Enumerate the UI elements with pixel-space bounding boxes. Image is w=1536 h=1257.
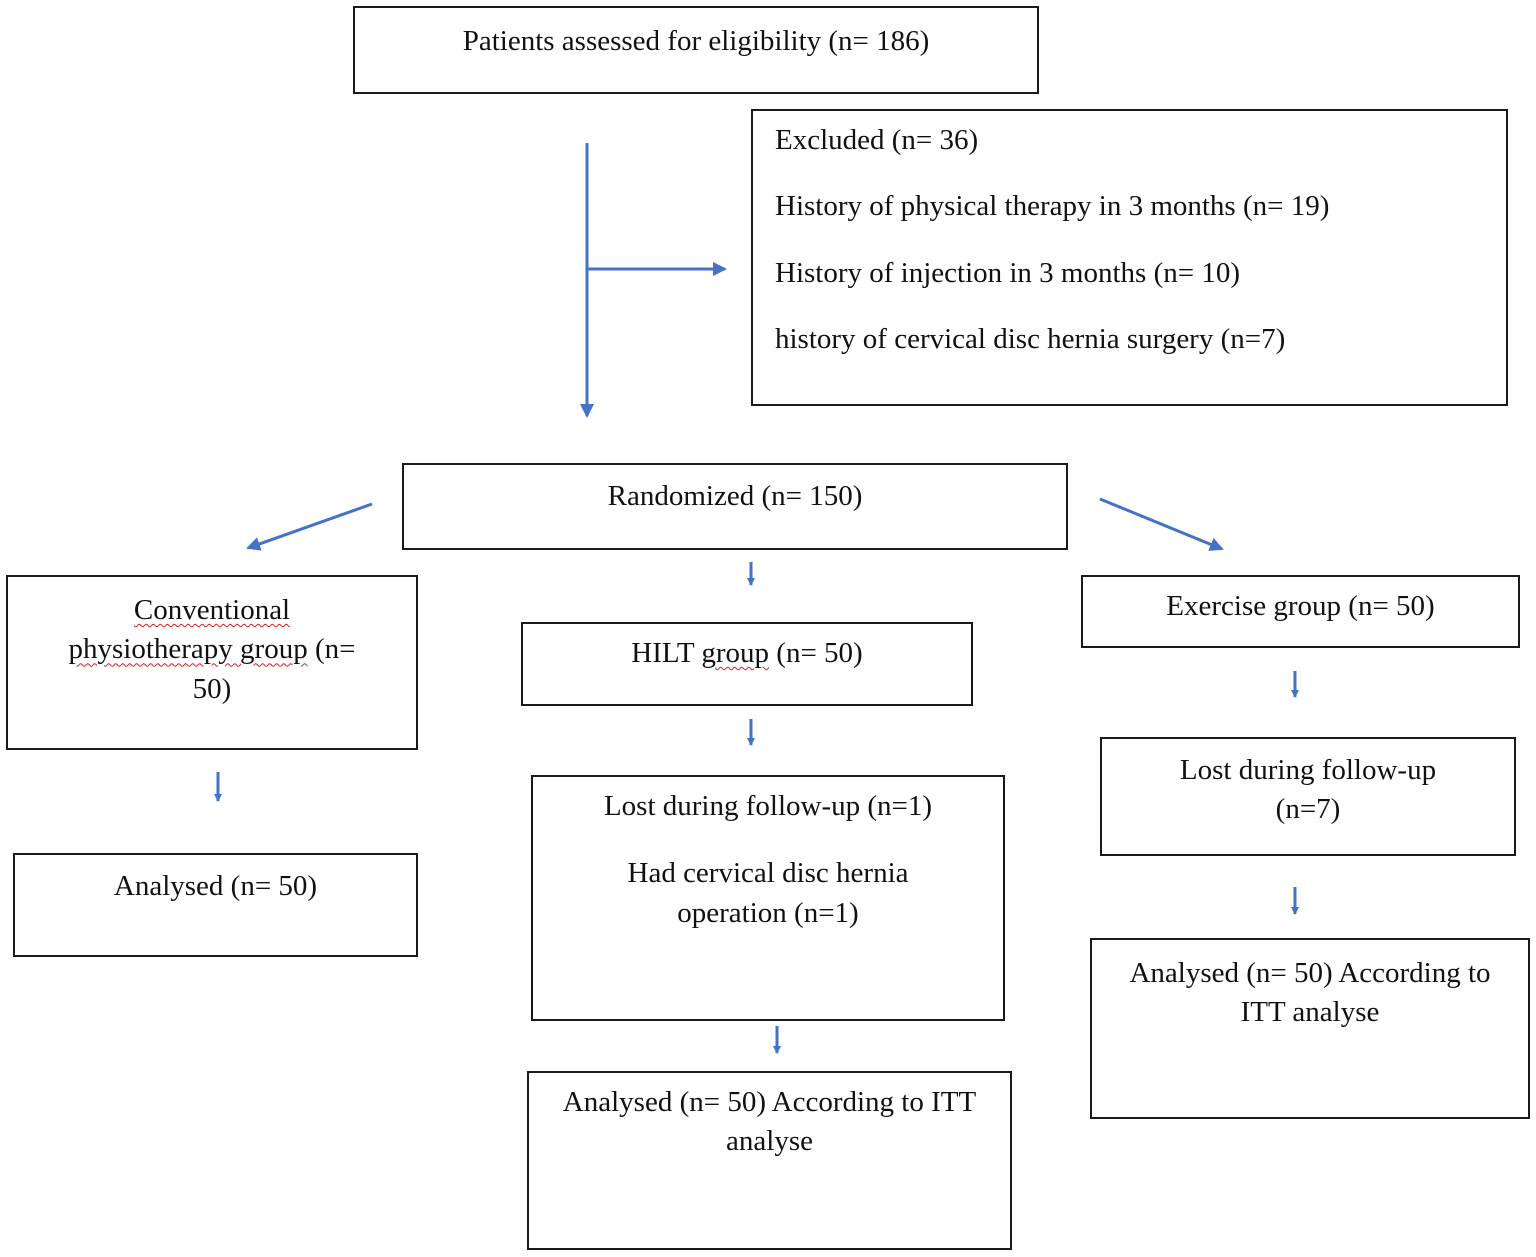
excluded-title: Excluded (n= 36) [775, 124, 979, 156]
hilt-lost-reason: Had cervical disc hernia operation (n=1) [627, 857, 909, 929]
conventional-label-word: physiotherapy group [68, 633, 308, 666]
exercise-analysed-box: Analysed (n= 50) According to ITT analys… [1090, 938, 1530, 1119]
hilt-analysed-box: Analysed (n= 50) According to ITT analys… [527, 1071, 1012, 1250]
hilt-label-word: group [701, 637, 770, 669]
eligibility-box: Patients assessed for eligibility (n= 18… [353, 6, 1039, 94]
eligibility-text: Patients assessed for eligibility (n= 18… [462, 25, 930, 57]
exercise-group-box: Exercise group (n= 50) [1081, 575, 1520, 648]
excluded-reason: history of cervical disc hernia surgery … [775, 323, 1286, 356]
conventional-label-rest: (n= [307, 633, 356, 666]
conventional-analysed-box: Analysed (n= 50) [13, 853, 418, 957]
exercise-group-text: Exercise group (n= 50) [1166, 590, 1435, 622]
conventional-count: 50) [192, 672, 232, 705]
hilt-lost-text: Lost during follow-up (n=1) [603, 790, 933, 822]
excluded-reason: History of physical therapy in 3 months … [775, 190, 1330, 223]
randomized-box: Randomized (n= 150) [402, 463, 1068, 550]
conventional-label: Conventional [133, 594, 291, 626]
exercise-lost-box: Lost during follow-up (n=7) [1100, 737, 1516, 856]
excluded-box: Excluded (n= 36) History of physical the… [751, 109, 1508, 406]
hilt-label-rest: (n= 50) [769, 637, 863, 669]
arrow-to-conventional [246, 502, 373, 551]
conventional-label-line2: physiotherapy group (n= [8, 630, 416, 669]
hilt-group-box: HILT group (n= 50) [521, 622, 973, 706]
hilt-label-prefix: HILT [631, 637, 702, 669]
randomized-text: Randomized (n= 150) [607, 480, 863, 512]
excluded-reason: History of injection in 3 months (n= 10) [775, 256, 1241, 289]
exercise-lost-text: Lost during follow-up (n=7) [1179, 754, 1437, 826]
conventional-group-box: Conventional physiotherapy group (n= 50) [6, 575, 418, 750]
arrow-to-exercise [1099, 497, 1224, 551]
exercise-analysed-text: Analysed (n= 50) According to ITT analys… [1129, 957, 1491, 1029]
hilt-analysed-text: Analysed (n= 50) According to ITT analys… [562, 1086, 977, 1158]
hilt-lost-box: Lost during follow-up (n=1) Had cervical… [531, 775, 1005, 1021]
conventional-analysed-text: Analysed (n= 50) [113, 870, 318, 902]
